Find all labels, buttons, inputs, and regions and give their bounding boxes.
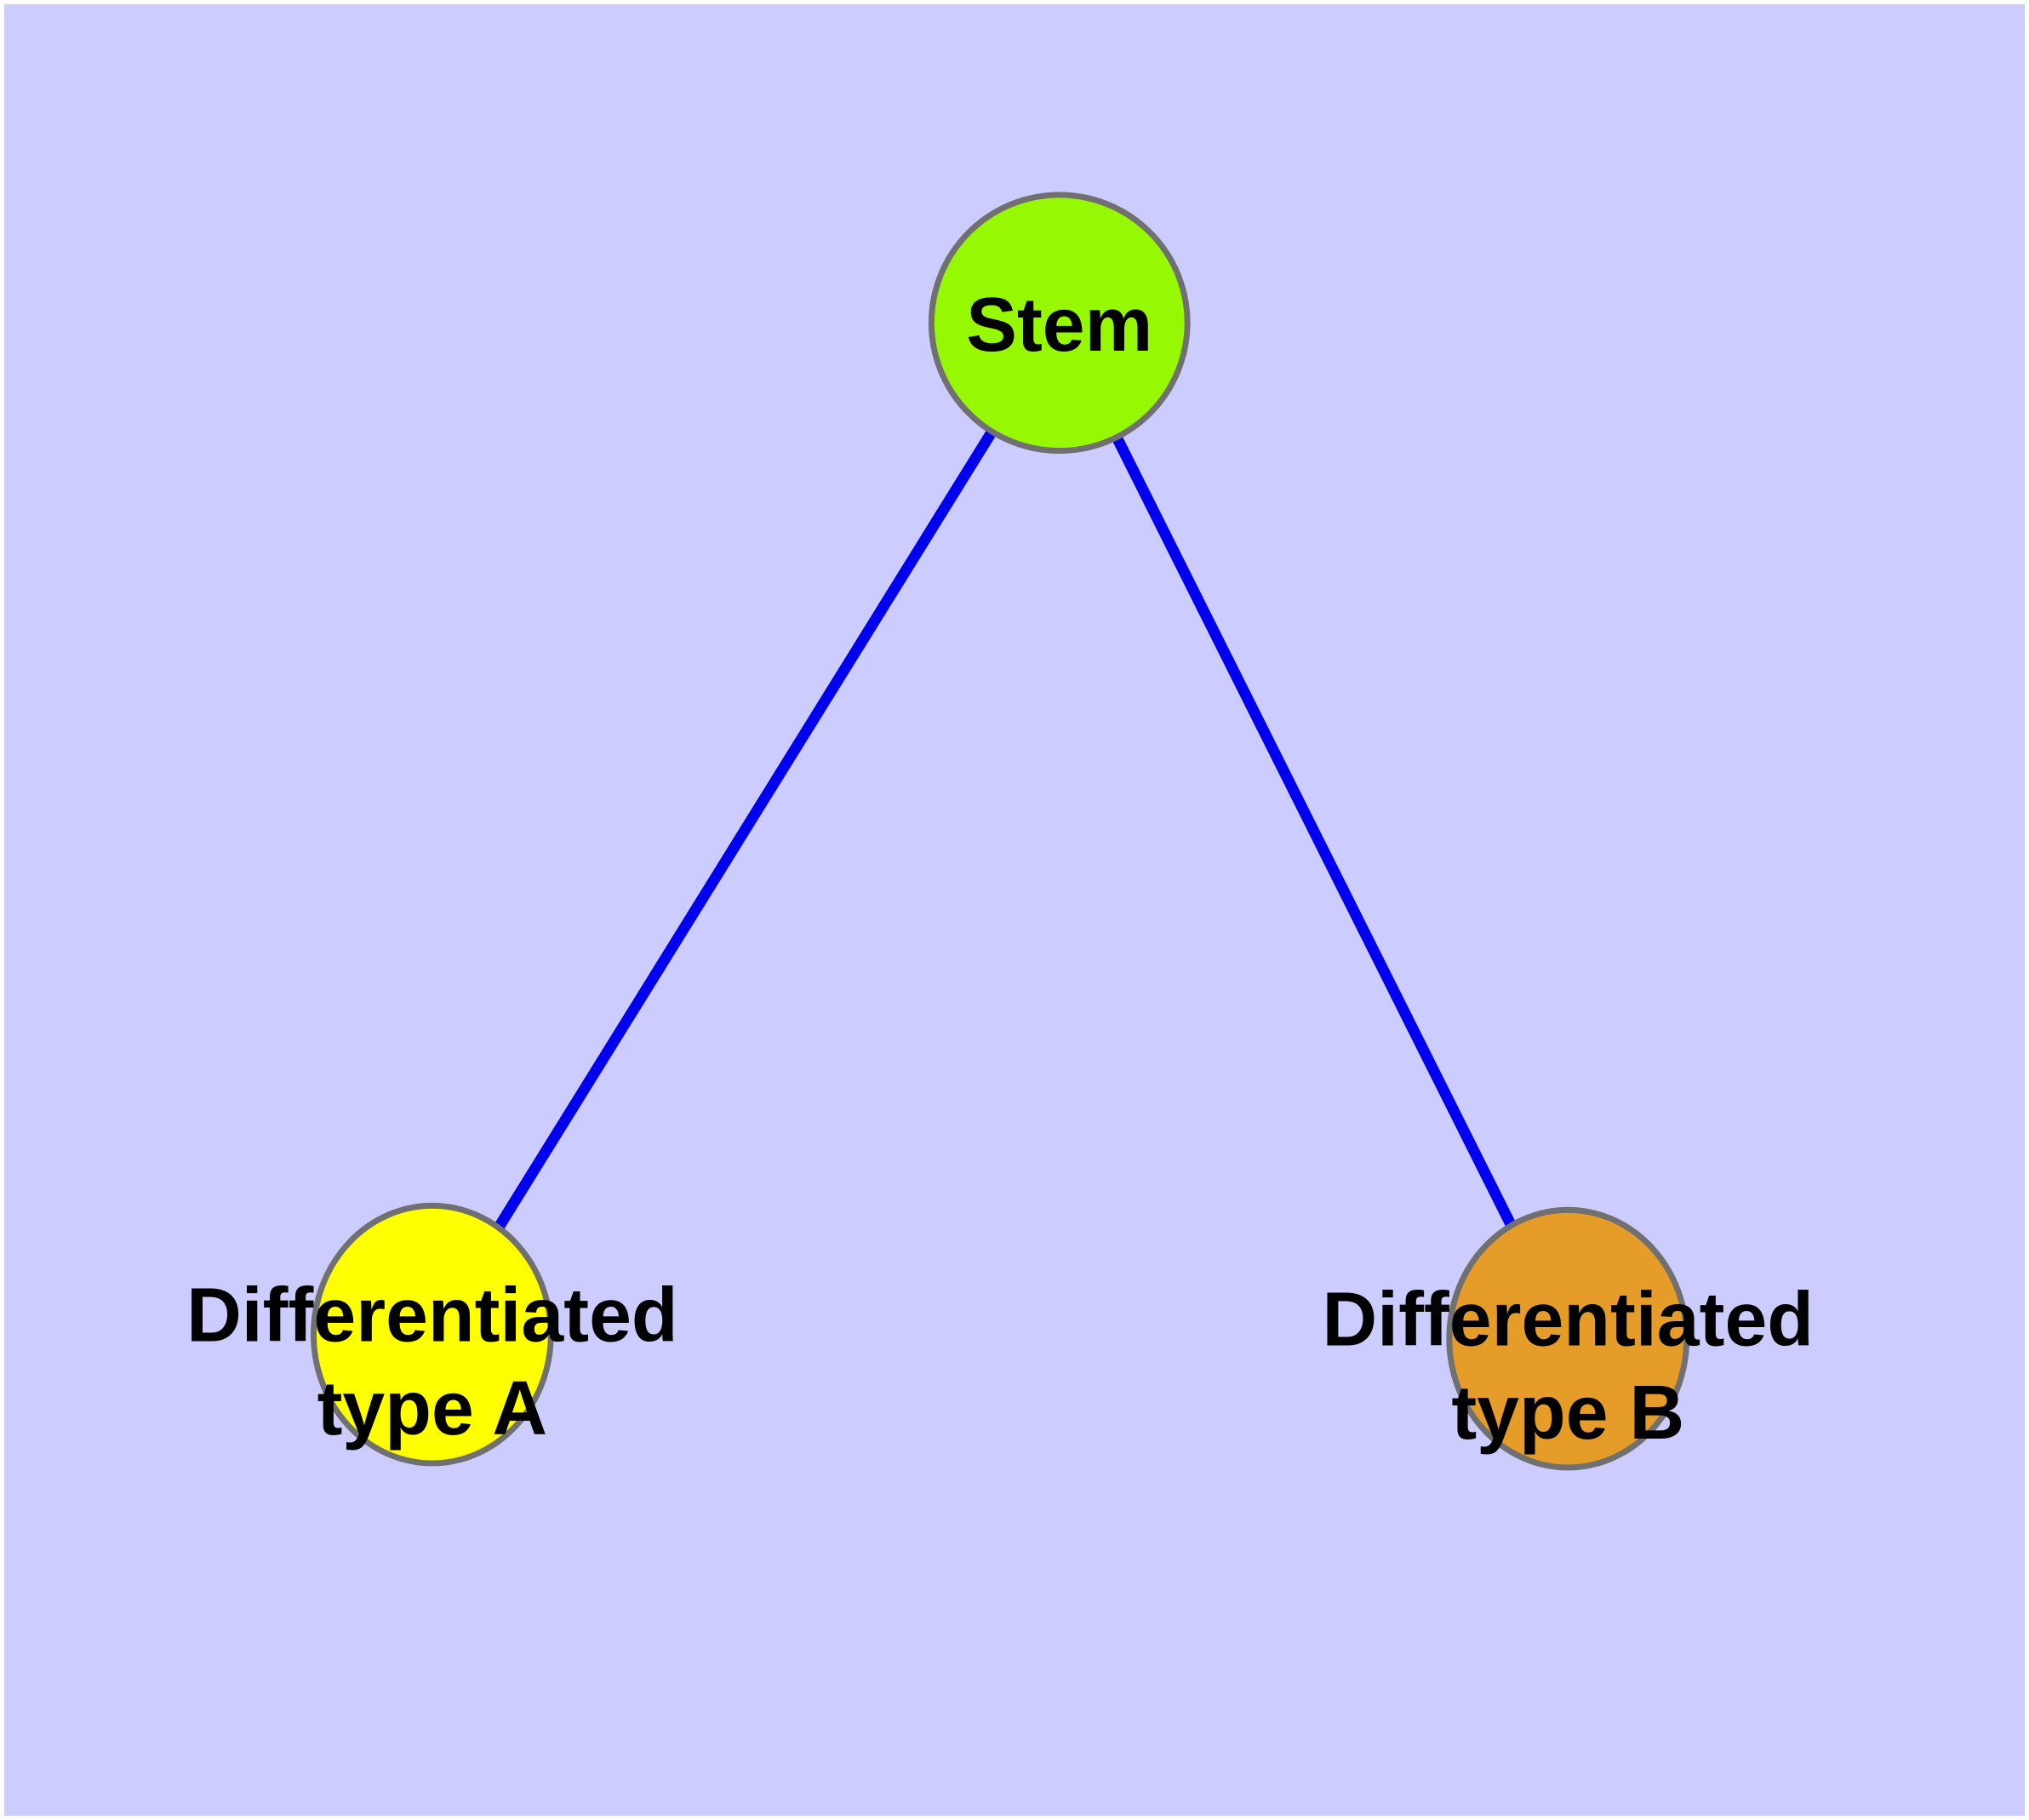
node-differentiated-type-a <box>310 1202 554 1467</box>
node-differentiated-type-b <box>1446 1206 1690 1471</box>
node-differentiated-type-b-label-line2: type B <box>1451 1370 1684 1455</box>
node-stem <box>928 192 1191 455</box>
edge-stem-to-type-a <box>427 319 1065 1338</box>
node-differentiated-type-a-label-line2: type A <box>317 1365 548 1451</box>
node-stem-label: Stem <box>966 282 1152 367</box>
node-differentiated-type-b-label-line1: Differentiated <box>1322 1277 1814 1362</box>
cell-differentiation-graph: Stem Differentiated type A Differentiate… <box>4 4 2025 1816</box>
edge-stem-to-type-b <box>1054 320 1574 1342</box>
node-differentiated-type-a-label-line1: Differentiated <box>186 1273 678 1358</box>
